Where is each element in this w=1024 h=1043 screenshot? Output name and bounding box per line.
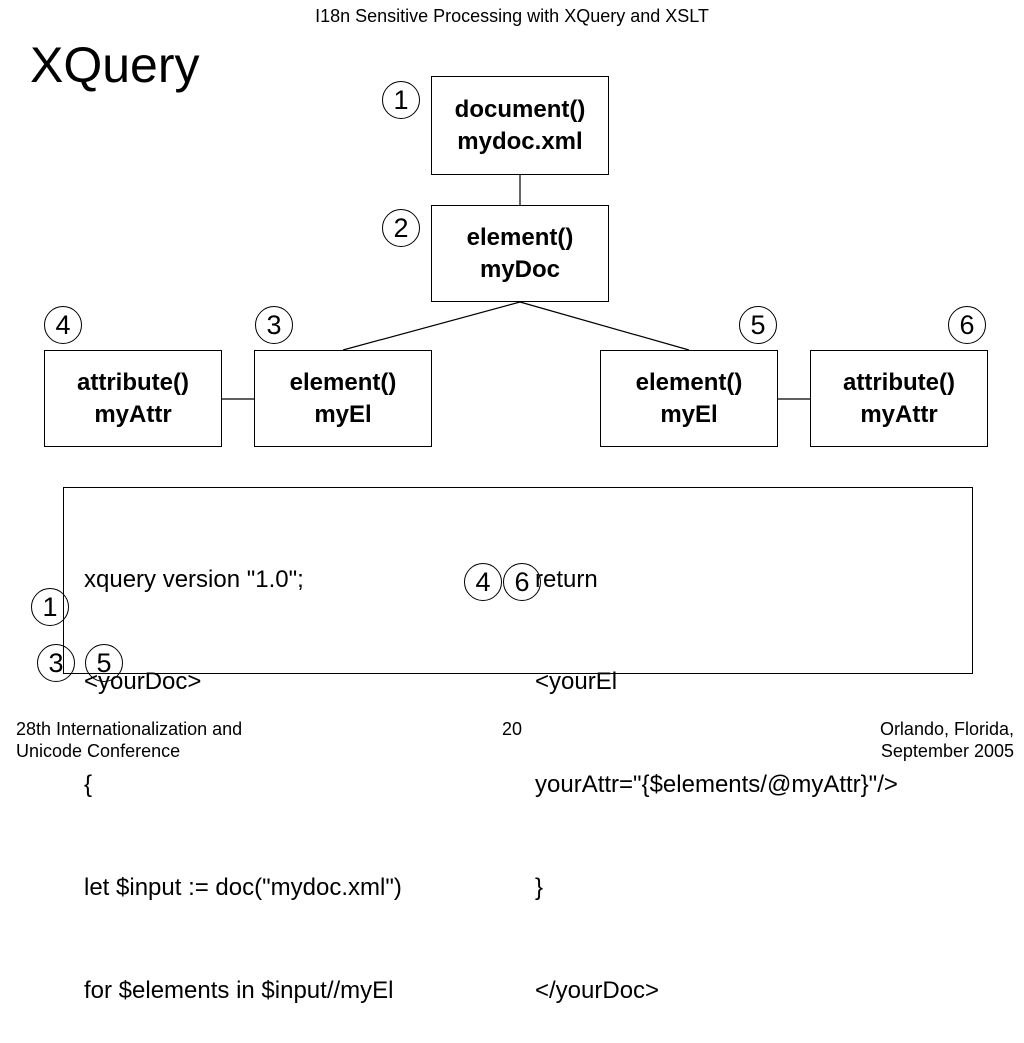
right-attribute-node-name: myAttr bbox=[860, 400, 938, 428]
tree-marker-2: 2 bbox=[382, 209, 420, 247]
footer-conference-line: Unicode Conference bbox=[16, 741, 181, 761]
code-line: for $elements in $input//myEl bbox=[84, 977, 394, 1005]
connector-root-left-el bbox=[342, 301, 521, 351]
tree-marker-6: 6 bbox=[948, 306, 986, 344]
tree-connectors bbox=[222, 175, 810, 400]
document-node-name: mydoc.xml bbox=[457, 127, 583, 155]
left-element-node-type: element() bbox=[289, 369, 397, 397]
footer-conference: 28th Internationalization and Unicode Co… bbox=[16, 718, 242, 762]
code-marker-1: 1 bbox=[31, 588, 69, 626]
code-right-column: return <yourEl yourAttr="{$elements/@myA… bbox=[535, 494, 898, 1043]
code-line: <yourDoc> bbox=[84, 668, 202, 696]
left-element-node-name: myEl bbox=[314, 400, 372, 428]
code-line: { bbox=[84, 771, 93, 799]
left-attribute-node-type: attribute() bbox=[77, 369, 189, 397]
tree-marker-5: 5 bbox=[739, 306, 777, 344]
code-line: </yourDoc> bbox=[535, 977, 660, 1005]
right-attribute-node-type: attribute() bbox=[843, 369, 955, 397]
code-line: } bbox=[535, 874, 544, 902]
left-attribute-node-name: myAttr bbox=[94, 400, 172, 428]
code-box bbox=[63, 487, 973, 674]
right-element-node: element() myEl bbox=[600, 350, 778, 447]
root-element-node-type: element() bbox=[466, 224, 574, 252]
code-marker-4: 4 bbox=[464, 563, 502, 601]
right-attribute-node: attribute() myAttr bbox=[810, 350, 988, 447]
footer-location-line: Orlando, Florida, bbox=[879, 719, 1014, 739]
page-number: 20 bbox=[501, 719, 523, 739]
tree-marker-1: 1 bbox=[382, 81, 420, 119]
footer-conference-line: 28th Internationalization and bbox=[16, 719, 243, 739]
root-element-node: element() myDoc bbox=[431, 205, 609, 302]
document-node: document() mydoc.xml bbox=[431, 76, 609, 175]
code-line: return bbox=[535, 565, 598, 593]
code-marker-6: 6 bbox=[503, 563, 541, 601]
tree-marker-3: 3 bbox=[255, 306, 293, 344]
left-element-node: element() myEl bbox=[254, 350, 432, 447]
code-line: <yourEl bbox=[535, 668, 618, 696]
root-element-node-name: myDoc bbox=[479, 255, 561, 283]
document-node-type: document() bbox=[454, 96, 586, 124]
tree-marker-4: 4 bbox=[44, 306, 82, 344]
slide-title: XQuery bbox=[30, 37, 200, 93]
code-line: xquery version "1.0"; bbox=[84, 565, 304, 593]
connector-root-right-el bbox=[519, 301, 690, 351]
right-element-node-type: element() bbox=[635, 369, 743, 397]
right-element-node-name: myEl bbox=[660, 400, 718, 428]
code-marker-5: 5 bbox=[85, 644, 123, 682]
code-line: yourAttr="{$elements/@myAttr}"/> bbox=[535, 771, 898, 799]
left-attribute-node: attribute() myAttr bbox=[44, 350, 222, 447]
footer-location-line: September 2005 bbox=[880, 741, 1014, 761]
code-left-column: xquery version "1.0"; <yourDoc> { let $i… bbox=[84, 494, 402, 1043]
code-line: let $input := doc("mydoc.xml") bbox=[84, 874, 402, 902]
footer-location: Orlando, Florida, September 2005 bbox=[880, 718, 1014, 762]
slide-header: I18n Sensitive Processing with XQuery an… bbox=[315, 6, 709, 26]
code-marker-3: 3 bbox=[37, 644, 75, 682]
